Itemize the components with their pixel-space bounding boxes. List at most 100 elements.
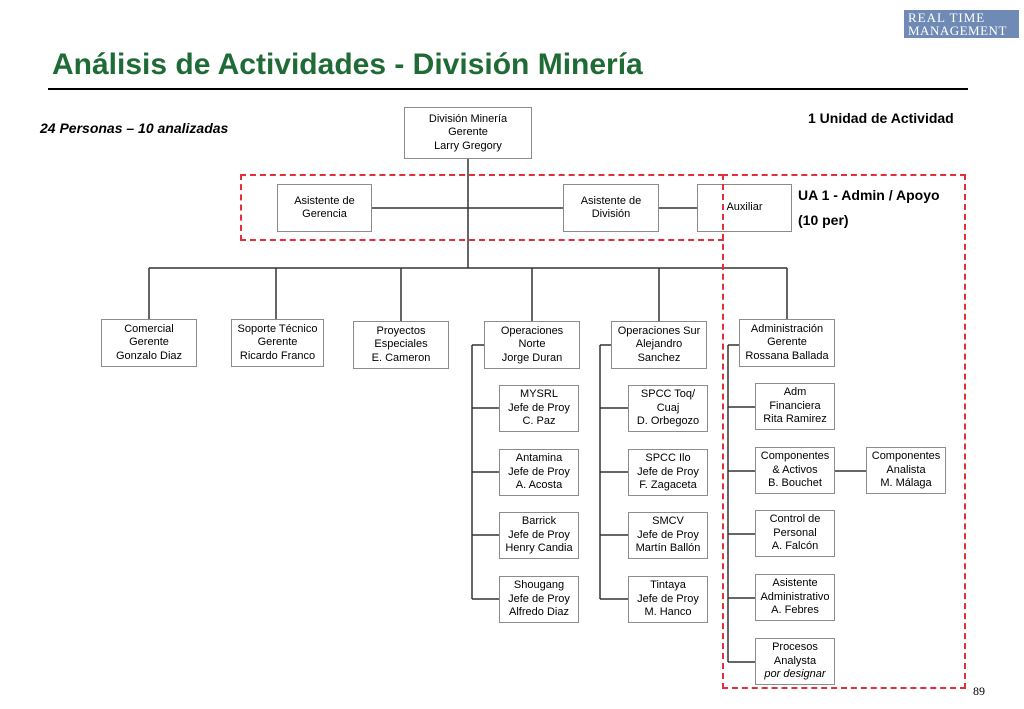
node-line: SPCC Ilo [645,452,691,465]
node-line: Gerente [129,336,169,349]
org-node-asistente-division: Asistente de División [563,184,659,232]
node-line: A. Falcón [771,540,819,553]
node-line: Gerente [257,336,298,349]
node-line: Barrick [521,515,557,528]
node-line: & Activos [772,463,818,476]
node-line: Comercial [124,322,174,335]
org-node-smcv: SMCV Jefe de Proy Martín Ballón [628,512,708,559]
node-line: Asistente de [294,194,355,207]
node-line: por designar [764,668,826,681]
org-node-barrick: Barrick Jefe de Proy Henry Candia [499,512,579,559]
node-line: Jorge Duran [501,351,563,364]
node-line: Cuaj [656,401,680,414]
activity-unit-outline-top-right [722,174,966,176]
node-line: Componentes [871,450,941,463]
node-line: Jefe de Proy [637,592,699,605]
org-node-control-personal: Control de Personal A. Falcón [755,510,835,557]
node-line: Shougang [513,579,565,592]
node-line: E. Cameron [371,351,431,364]
node-line: Jefe de Proy [508,528,570,541]
node-line: A. Febres [771,604,819,617]
node-line: M. Málaga [880,477,932,490]
org-node-mysrl: MYSRL Jefe de Proy C. Paz [499,385,579,432]
node-line: B. Bouchet [768,477,822,490]
node-line: Adm [783,386,807,399]
node-line: Proyectos [376,324,426,337]
org-node-administracion: Administración Gerente Rossana Ballada [739,319,835,367]
company-logo: REAL TIME MANAGEMENT [904,10,1019,38]
node-line: Analista [886,463,926,476]
node-line: SPCC Toq/ [640,388,696,401]
node-line: Rossana Ballada [745,349,829,362]
node-line: Gerente [448,126,488,139]
org-node-shougang: Shougang Jefe de Proy Alfredo Diaz [499,576,579,623]
node-line: Operaciones Sur [617,324,701,337]
node-line: Rita Ramirez [763,413,827,426]
node-line: Control de [769,513,821,526]
node-line: MYSRL [520,388,558,401]
node-line: Gerente [767,336,807,349]
logo-line-1: REAL TIME [908,10,986,25]
activity-unit-outline-right [722,174,966,689]
org-node-spcc-toq: SPCC Toq/ Cuaj D. Orbegozo [628,385,708,432]
org-node-componentes-activos: Componentes & Activos B. Bouchet [755,447,835,494]
node-line: Jefe de Proy [508,592,570,605]
node-line: Operaciones [500,324,564,337]
ua-count: (10 per) [798,212,849,228]
node-line: Personal [773,526,817,539]
title-underline [48,88,968,90]
node-line: Asistente de [580,194,642,207]
node-line: Jefe de Proy [637,528,699,541]
node-line: Tintaya [650,579,686,592]
page-title: Análisis de Actividades - División Miner… [52,48,643,81]
org-node-componentes-analista: Componentes Analista M. Málaga [866,447,946,494]
node-line: División Minería [428,112,508,125]
node-line: Financiera [769,399,821,412]
org-node-tintaya: Tintaya Jefe de Proy M. Hanco [628,576,708,623]
node-line: Gerencia [302,208,347,220]
org-node-operaciones-norte: Operaciones Norte Jorge Duran [484,321,580,369]
activity-units-label: 1 Unidad de Actividad [808,110,954,126]
node-line: Especiales [374,338,428,351]
node-line: Procesos [772,641,818,654]
org-node-root: División Minería Gerente Larry Gregory [404,107,532,159]
node-line: C. Paz [522,415,556,428]
org-node-spcc-ilo: SPCC Ilo Jefe de Proy F. Zagaceta [628,449,708,496]
node-line: Antamina [515,452,563,465]
node-line: Larry Gregory [434,139,502,152]
node-line: Jefe de Proy [637,465,699,478]
org-node-proyectos-especiales: Proyectos Especiales E. Cameron [353,321,449,369]
logo-line-2: MANAGEMENT [908,23,1007,38]
node-line: Jefe de Proy [508,465,570,478]
node-line: D. Orbegozo [636,415,700,428]
node-line: Analysta [773,654,817,667]
ua-title: UA 1 - Admin / Apoyo [798,187,940,203]
node-line: M. Hanco [644,606,692,619]
node-line: F. Zagaceta [639,479,697,492]
node-line: Jefe de Proy [508,401,570,414]
org-node-asistente-gerencia: Asistente de Gerencia [277,184,372,232]
node-line: Ricardo Franco [239,349,316,362]
org-node-procesos-analysta: Procesos Analysta por designar [755,638,835,685]
node-line: Asistente [772,577,818,590]
org-node-asistente-administrativo: Asistente Administrativo A. Febres [755,574,835,621]
node-line: SMCV [652,515,684,528]
node-line: Alejandro [635,338,683,351]
org-node-auxiliar: Auxiliar [697,184,792,232]
node-line: Administración [750,322,824,335]
people-count-subtitle: 24 Personas – 10 analizadas [40,120,229,136]
org-node-operaciones-sur: Operaciones Sur Alejandro Sanchez [611,321,707,369]
org-node-soporte-tecnico: Soporte Técnico Gerente Ricardo Franco [231,319,324,367]
org-node-comercial: Comercial Gerente Gonzalo Diaz [101,319,197,367]
node-line: Alfredo Diaz [509,606,569,619]
node-line: Auxiliar [726,201,763,214]
org-node-antamina: Antamina Jefe de Proy A. Acosta [499,449,579,496]
node-line: Norte [518,338,546,351]
node-line: División [591,208,631,220]
node-line: Gonzalo Diaz [115,349,183,362]
node-line: Componentes [760,450,830,463]
activity-unit-outline-top [240,174,724,241]
node-line: A. Acosta [515,479,563,492]
node-line: Sanchez [637,351,681,364]
